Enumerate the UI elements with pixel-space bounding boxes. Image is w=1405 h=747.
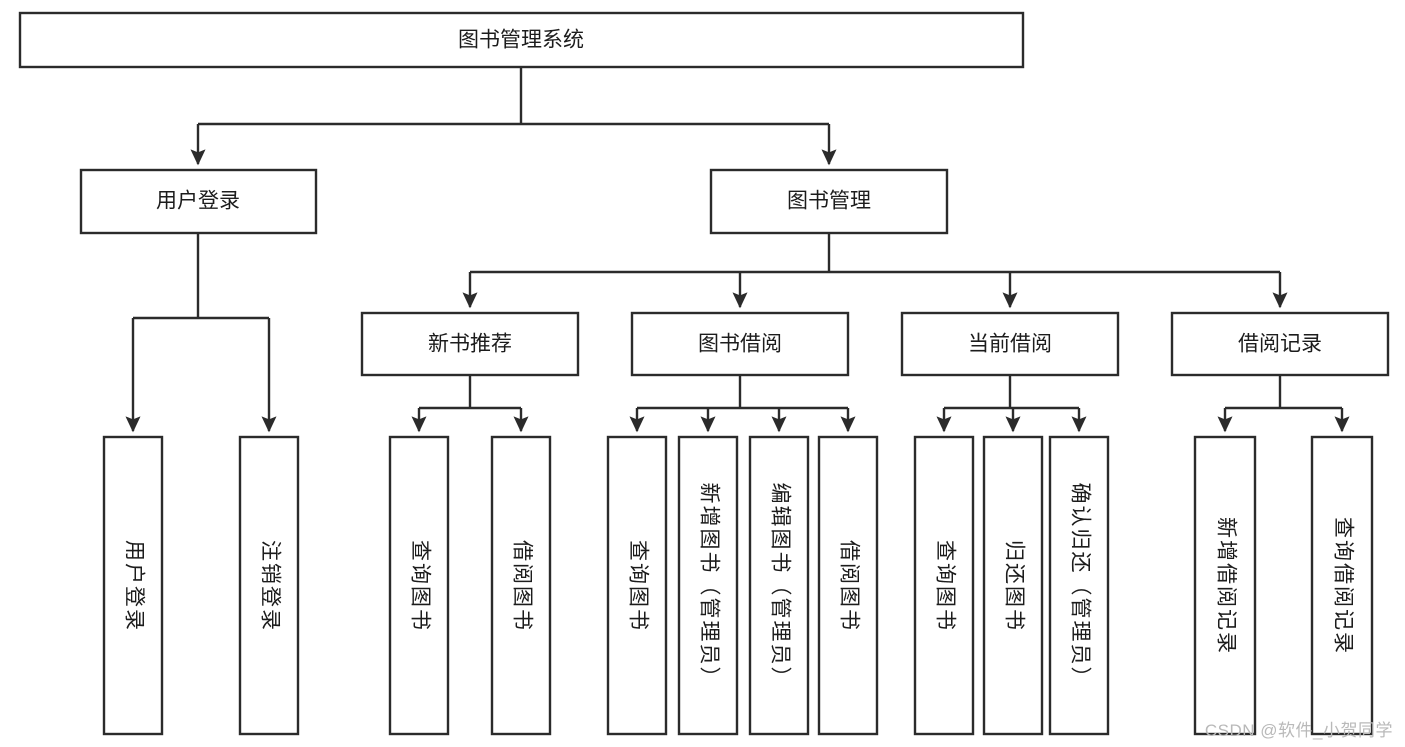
edge-group-borrow-record-to-leaves [1217,375,1350,433]
node-root-box[interactable] [18,11,1025,69]
node-book-management-box[interactable] [709,168,949,235]
edge-group-book-management-to-level3 [462,233,1288,309]
node-leaf-edit-book-box[interactable] [748,435,810,736]
node-leaf-user-login-box[interactable] [102,435,164,736]
node-leaf-query-record-label: 查询借阅记录 [1331,517,1354,655]
node-leaf-query-record[interactable]: 查询借阅记录 [1310,435,1374,736]
node-leaf-logout-login-box[interactable] [238,435,300,736]
node-leaf-confirm-return-label: 确认归还（管理员） [1068,483,1091,690]
node-current-borrow-label: 当前借阅 [968,333,1052,356]
node-borrow-record-label: 借阅记录 [1238,333,1322,356]
node-user-login-box[interactable] [79,168,318,235]
node-root-label: 图书管理系统 [458,29,584,52]
node-new-book-recommend-box[interactable] [360,311,580,377]
node-leaf-borrow-book-2-box[interactable] [817,435,879,736]
csdn-watermark: CSDN @软件_小贺同学 [1204,721,1393,740]
node-leaf-query-book-2-label: 查询图书 [626,540,649,632]
node-leaf-edit-book[interactable]: 编辑图书（管理员） [748,435,810,736]
node-leaf-return-book-box[interactable] [982,435,1044,736]
edge-group-current-borrow-to-leaves [936,375,1087,433]
node-leaf-return-book-label: 归还图书 [1002,540,1025,632]
node-current-borrow-box[interactable] [900,311,1120,377]
node-leaf-borrow-book-2-label: 借阅图书 [837,540,860,632]
node-leaf-confirm-return-box[interactable] [1048,435,1110,736]
node-book-borrow-box[interactable] [630,311,850,377]
node-leaf-query-book-1[interactable]: 查询图书 [388,435,450,736]
edge-group-user-login-to-leaves [125,233,277,433]
node-leaf-add-record-box[interactable] [1193,435,1257,736]
node-leaf-add-record[interactable]: 新增借阅记录 [1193,435,1257,736]
node-leaf-edit-book-label: 编辑图书（管理员） [768,483,791,690]
node-book-borrow[interactable]: 图书借阅 [630,311,850,377]
node-leaf-query-book-1-label: 查询图书 [408,540,431,632]
node-book-management-label: 图书管理 [787,190,871,213]
node-leaf-add-book-label: 新增图书（管理员） [697,483,720,690]
edge-group-book-borrow-to-leaves [629,375,856,433]
node-leaf-query-record-box[interactable] [1310,435,1374,736]
node-current-borrow[interactable]: 当前借阅 [900,311,1120,377]
node-root[interactable]: 图书管理系统 [18,11,1025,69]
node-leaf-borrow-book-1[interactable]: 借阅图书 [490,435,552,736]
node-leaf-logout-login-label: 注销登录 [258,540,281,632]
node-leaf-query-book-2-box[interactable] [606,435,668,736]
node-user-login[interactable]: 用户登录 [79,168,318,235]
edge-group-new-book-recommend-to-leaves [411,375,529,433]
node-leaf-borrow-book-2[interactable]: 借阅图书 [817,435,879,736]
node-leaf-query-book-3-box[interactable] [913,435,975,736]
node-leaf-query-book-3-label: 查询图书 [933,540,956,632]
node-leaf-query-book-2[interactable]: 查询图书 [606,435,668,736]
node-leaf-borrow-book-1-label: 借阅图书 [510,540,533,632]
node-borrow-record[interactable]: 借阅记录 [1170,311,1390,377]
node-leaf-add-record-label: 新增借阅记录 [1214,517,1237,655]
node-leaf-logout-login[interactable]: 注销登录 [238,435,300,736]
node-leaf-return-book[interactable]: 归还图书 [982,435,1044,736]
node-leaf-borrow-book-1-box[interactable] [490,435,552,736]
node-leaf-user-login-label: 用户登录 [122,540,145,632]
node-leaf-query-book-3[interactable]: 查询图书 [913,435,975,736]
node-leaf-add-book-box[interactable] [677,435,739,736]
node-book-management[interactable]: 图书管理 [709,168,949,235]
node-new-book-recommend-label: 新书推荐 [428,333,512,356]
edge-group-root-to-level2 [190,67,837,166]
node-leaf-confirm-return[interactable]: 确认归还（管理员） [1048,435,1110,736]
node-user-login-label: 用户登录 [156,190,240,213]
node-new-book-recommend[interactable]: 新书推荐 [360,311,580,377]
node-leaf-add-book[interactable]: 新增图书（管理员） [677,435,739,736]
node-leaf-query-book-1-box[interactable] [388,435,450,736]
node-borrow-record-box[interactable] [1170,311,1390,377]
node-leaf-user-login[interactable]: 用户登录 [102,435,164,736]
node-book-borrow-label: 图书借阅 [698,333,782,356]
